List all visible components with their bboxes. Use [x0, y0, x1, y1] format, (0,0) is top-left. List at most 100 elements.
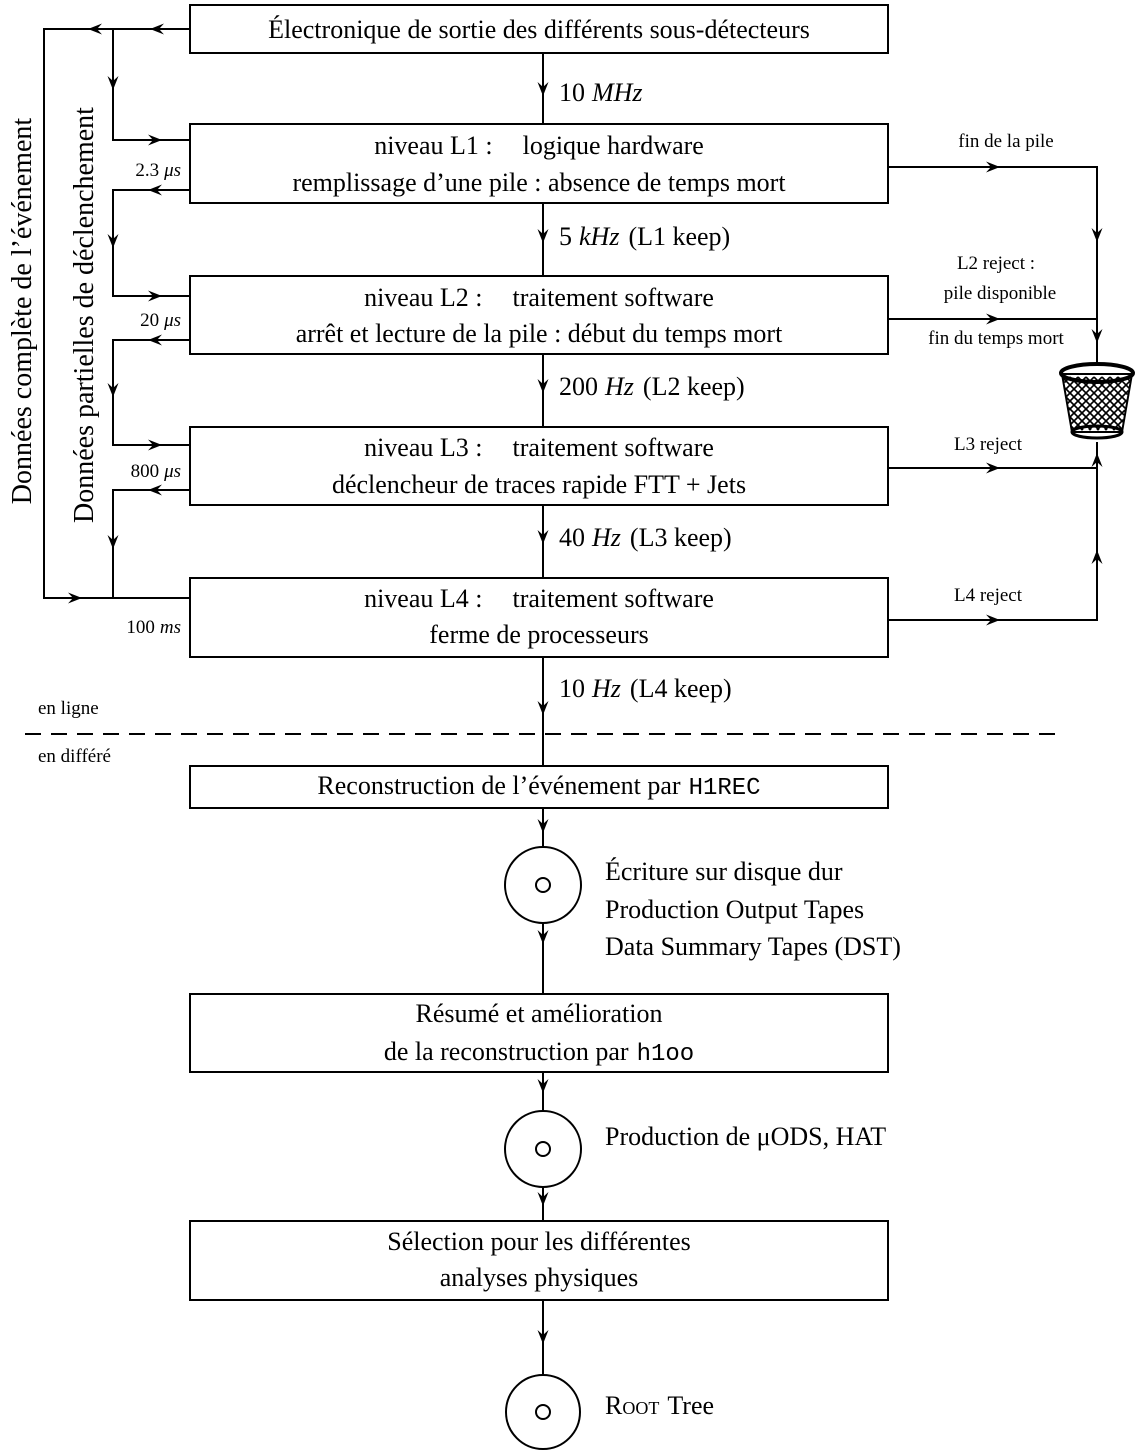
basket-mesh-line	[1070, 376, 1119, 425]
arrowhead-up	[1091, 550, 1103, 564]
reject-label-l1: fin de la pile	[958, 131, 1054, 152]
partial-data-line-l3	[112, 339, 190, 446]
readout-label: Électronique de sortie des différents so…	[268, 15, 810, 44]
arrowhead-left	[148, 484, 162, 496]
reject-line-l4	[888, 442, 1098, 621]
level-kind: traitement software	[513, 433, 714, 462]
rate-unit: kHz	[579, 222, 619, 251]
rate-value: 200	[559, 372, 598, 401]
arrowhead-down	[537, 1330, 549, 1344]
storage-1-line-1: Écriture sur disque dur	[605, 857, 843, 886]
rate-unit: Hz	[591, 674, 621, 703]
arrowhead-down	[1091, 228, 1103, 242]
arrowhead-right	[68, 592, 82, 604]
level-name: niveau L3 :	[364, 433, 482, 462]
readout-box	[189, 4, 889, 54]
latency-value: 100	[126, 617, 155, 638]
arrowhead-right	[986, 462, 1000, 474]
rate-value: 10	[559, 674, 585, 703]
level-name: niveau L1 :	[374, 131, 492, 160]
full-event-data-line	[43, 28, 190, 599]
full-event-data-label: Données complète de l’événement	[7, 118, 38, 505]
reject-label-l3: L3 reject	[954, 434, 1023, 455]
reject-label-l2-deadtime: fin du temps mort	[928, 328, 1064, 349]
root-suffix: Tree	[667, 1391, 714, 1420]
partial-data-line-l4	[112, 489, 190, 598]
level-l4-title: niveau L4 : traitement software	[364, 584, 714, 613]
level-l4-box	[189, 577, 889, 658]
arrowhead-down	[537, 379, 549, 393]
arrowhead-down	[537, 1192, 549, 1206]
disk-icon	[505, 1374, 581, 1450]
rate-unit: Hz	[591, 523, 621, 552]
disk-hub	[535, 1141, 551, 1157]
disk-icon	[504, 1110, 582, 1188]
level-kind: logique hardware	[523, 131, 704, 160]
online-label: en ligne	[38, 698, 99, 719]
level-l1-detail: remplissage d’une pile : absence de temp…	[292, 168, 786, 197]
storage-1-line-2: Production Output Tapes	[605, 895, 864, 924]
latency-unit: μs	[163, 461, 181, 482]
basket-bottom-rim	[1070, 424, 1124, 440]
level-l2-box	[189, 275, 889, 355]
basket-mesh-line	[1080, 380, 1131, 431]
summary-program: h1oo	[637, 1041, 695, 1068]
latency-value: 2.3	[135, 160, 159, 181]
arrowhead-down	[107, 76, 119, 90]
latency-value: 800	[131, 461, 160, 482]
reconstruction-program: H1REC	[689, 775, 761, 802]
basket-mesh-line	[1072, 376, 1127, 431]
basket-mesh-line	[1069, 376, 1123, 430]
disk-hub	[535, 877, 551, 893]
summary-text: de la reconstruction par	[384, 1037, 629, 1066]
rate-unit: Hz	[604, 372, 634, 401]
arrowhead-left	[148, 184, 162, 196]
reconstruction-box	[189, 765, 889, 809]
partial-trigger-data-label: Données partielles de déclenchement	[69, 107, 100, 523]
rate-note: (L4 keep)	[630, 674, 732, 703]
storage-1-line-3: Data Summary Tapes (DST)	[605, 932, 901, 961]
arrowhead-down	[107, 383, 119, 397]
arrowhead-right	[148, 134, 162, 146]
latency-value: 20	[140, 310, 159, 331]
arrowhead-left	[148, 334, 162, 346]
arrowhead-down	[537, 701, 549, 715]
rate-note: (L3 keep)	[630, 523, 732, 552]
arrowhead-down	[537, 819, 549, 833]
partial-data-line-l2	[112, 189, 190, 297]
level-l1-title: niveau L1 : logique hardware	[374, 131, 704, 160]
rate-value: 40	[559, 523, 585, 552]
summary-line-2: de la reconstruction par h1oo	[384, 1037, 694, 1068]
disk-hub	[535, 1404, 551, 1420]
level-l4-detail: ferme de processeurs	[429, 620, 648, 649]
rate-unit: MHz	[591, 78, 643, 107]
latency-unit: ms	[160, 617, 181, 638]
arrowhead-down	[537, 229, 549, 243]
arrowhead-right	[148, 290, 162, 302]
arrowhead-down	[537, 1079, 549, 1093]
level-name: niveau L4 :	[364, 584, 482, 613]
arrowhead-down	[107, 234, 119, 248]
arrowhead-up	[1091, 453, 1103, 467]
storage-2-label: Production de μODS, HAT	[605, 1122, 886, 1151]
arrowhead-right	[986, 614, 1000, 626]
arrowhead-down	[537, 930, 549, 944]
level-l3-box	[189, 426, 889, 506]
selection-line-1: Sélection pour les différentes	[387, 1227, 690, 1256]
arrowhead-right	[986, 161, 1000, 173]
level-name: niveau L2 :	[364, 283, 482, 312]
reject-label-l2: L2 reject :	[957, 253, 1035, 274]
trash-basket-icon	[1059, 362, 1135, 440]
arrowhead-down	[537, 82, 549, 96]
level-kind: traitement software	[513, 584, 714, 613]
rate-value: 5	[559, 222, 572, 251]
